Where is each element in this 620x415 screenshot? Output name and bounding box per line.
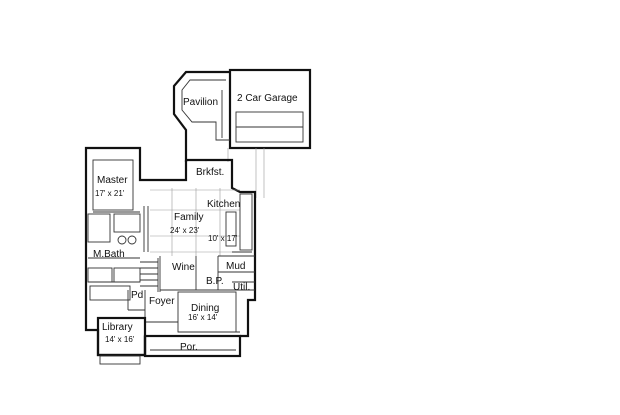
master-bath-label: M.Bath xyxy=(93,249,125,260)
foyer-label: Foyer xyxy=(149,296,175,307)
stairs xyxy=(140,258,159,292)
powder-label: Pd xyxy=(131,290,143,301)
garage-area xyxy=(227,68,312,162)
mud-label: Mud xyxy=(226,261,245,272)
dining-size: 16' x 14' xyxy=(188,313,218,322)
breakfast-label: Brkfst. xyxy=(196,167,224,178)
family-label: Family xyxy=(174,212,203,223)
front-porch xyxy=(99,334,242,365)
pavilion-label: Pavilion xyxy=(183,97,218,108)
butler-pantry-label: B.P. xyxy=(206,276,224,287)
master-size: 17' x 21' xyxy=(95,189,125,198)
kitchen-label: Kitchen xyxy=(207,199,240,210)
dining-label: Dining xyxy=(191,303,219,314)
garage-label: 2 Car Garage xyxy=(237,93,298,104)
porch-label: Por. xyxy=(180,342,198,353)
pavilion-area xyxy=(172,70,230,162)
master-label: Master xyxy=(97,175,128,186)
service-rooms xyxy=(159,255,255,292)
family-size: 24' x 23' xyxy=(170,226,200,235)
kitchen-area xyxy=(225,193,253,253)
dining-room xyxy=(177,291,240,333)
kitchen-size: 10' x 17' xyxy=(208,234,238,243)
master-bath-area xyxy=(87,213,141,301)
library-label: Library xyxy=(102,322,133,333)
family-room xyxy=(143,188,240,256)
master-bedroom xyxy=(92,159,140,213)
side-walkway xyxy=(255,148,265,198)
library-size: 14' x 16' xyxy=(105,335,135,344)
wine-label: Wine xyxy=(172,262,195,273)
utility-label: Util. xyxy=(233,282,250,293)
